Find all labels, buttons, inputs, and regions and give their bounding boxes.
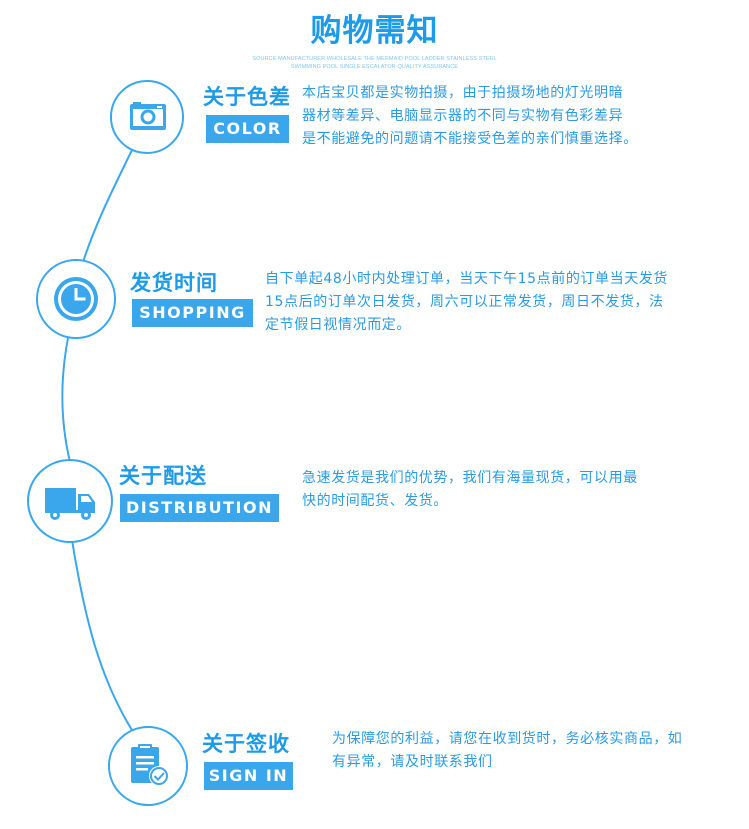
description-line: 急速发货是我们的优势，我们有海量现货，可以用最	[302, 470, 638, 486]
clipboard-icon-circle	[108, 726, 188, 806]
page-subtitle-line-1: SOURCE MANUFACTURER WHOLESALE THE MERMAI…	[252, 56, 497, 62]
clock-icon	[54, 277, 98, 321]
page-title: 购物需知	[310, 13, 439, 49]
description-line: 15点后的订单次日发货，周六可以正常发货，周日不发货，法	[265, 294, 664, 310]
section-description: 自下单起48小时内处理订单，当天下午15点前的订单当天发货 15点后的订单次日发…	[265, 268, 668, 337]
description-line: 为保障您的利益，请您在收到货时，务必核实商品，如	[332, 731, 683, 747]
section-title: 关于配送	[119, 464, 207, 488]
description-line: 有异常，请及时联系我们	[332, 754, 493, 770]
section-badge: SHOPPING	[132, 299, 253, 327]
section-title: 发货时间	[130, 271, 218, 295]
description-line: 快的时间配货、发货。	[302, 493, 448, 509]
section-title: 关于签收	[202, 732, 290, 756]
section-description: 急速发货是我们的优势，我们有海量现货，可以用最 快的时间配货、发货。	[302, 467, 638, 513]
section-badge: DISTRIBUTION	[120, 494, 279, 522]
section-description: 本店宝贝都是实物拍摄，由于拍摄场地的灯光明暗 器材等差异、电脑显示器的不同与实物…	[302, 82, 638, 151]
clock-icon-circle	[36, 259, 116, 339]
section-badge: SIGN IN	[204, 762, 293, 790]
section-description: 为保障您的利益，请您在收到货时，务必核实商品，如 有异常，请及时联系我们	[332, 728, 682, 774]
description-line: 定节假日视情况而定。	[265, 317, 411, 333]
description-line: 自下单起48小时内处理订单，当天下午15点前的订单当天发货	[265, 271, 669, 287]
section-title: 关于色差	[203, 85, 291, 109]
clipboard-check-icon	[131, 744, 169, 786]
description-line: 器材等差异、电脑显示器的不同与实物有色彩差异	[302, 108, 624, 124]
description-line: 本店宝贝都是实物拍摄，由于拍摄场地的灯光明暗	[302, 85, 624, 101]
truck-icon	[45, 488, 95, 520]
camera-icon	[130, 102, 166, 130]
camera-icon-circle	[110, 80, 184, 154]
truck-icon-circle	[27, 459, 113, 543]
description-line: 是不能避免的问题请不能接受色差的亲们慎重选择。	[302, 131, 638, 147]
page-subtitle-line-2: SWIMMING POOL SINGLE ESCALATOR QUALITY A…	[290, 64, 459, 70]
section-badge: COLOR	[206, 115, 289, 143]
